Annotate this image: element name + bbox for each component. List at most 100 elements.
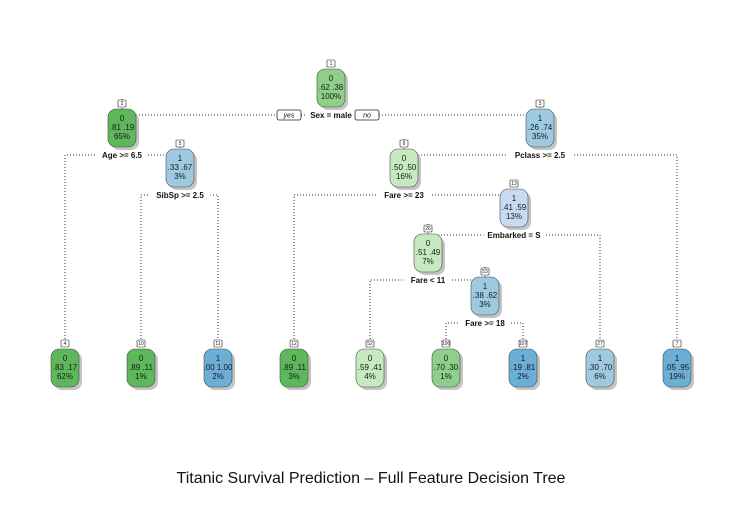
node-percent: 4% <box>364 372 376 381</box>
node-id-tag <box>365 339 375 348</box>
node-box <box>525 108 555 148</box>
node-percent: 16% <box>396 172 412 181</box>
node-probs: .83 .17 <box>53 363 78 372</box>
tree-node: 271.30 .706% <box>585 339 617 390</box>
node-id: 3 <box>539 101 542 107</box>
node-box <box>508 348 538 388</box>
tree-edge <box>403 139 678 339</box>
node-class: 0 <box>402 154 407 163</box>
svg-text:no: no <box>363 113 371 120</box>
node-percent: 100% <box>321 92 341 101</box>
node-probs: .89 .11 <box>282 363 306 372</box>
tree-node: 51.33 .673% <box>165 139 197 190</box>
split-label: Fare >= 18 <box>465 319 505 328</box>
node-id: 27 <box>597 341 603 347</box>
node-id-tag <box>535 99 545 108</box>
node-percent: 35% <box>532 132 548 141</box>
node-id: 26 <box>425 226 431 232</box>
tree-node: 26 0.51 .497% <box>413 224 445 275</box>
node-class: 0 <box>329 74 334 83</box>
node-percent: 7% <box>422 257 434 266</box>
node-box <box>431 348 461 388</box>
node-id-tag <box>509 179 519 188</box>
node-id-tag <box>289 339 299 348</box>
node-probs: .00 1.00 <box>204 363 233 372</box>
node-probs: .70 .30 <box>434 363 459 372</box>
node-probs: .26 .74 <box>528 123 553 132</box>
node-percent: 65% <box>114 132 130 141</box>
split-label-bg <box>149 190 211 200</box>
node-percent: 19% <box>669 372 685 381</box>
split-label-bg <box>305 110 357 120</box>
node-id-tag <box>518 339 528 348</box>
node-box <box>355 348 385 388</box>
node-class: 0 <box>292 354 297 363</box>
split-label-bg <box>96 150 148 160</box>
node-box <box>126 348 156 388</box>
tree-edge <box>427 224 601 339</box>
branch-no-label: no <box>354 109 380 121</box>
node-id-tag <box>117 99 127 108</box>
node-id: 10 <box>138 341 144 347</box>
node-id-tag <box>595 339 605 348</box>
node-id-tag <box>136 339 146 348</box>
node-probs: .81 .19 <box>110 123 135 132</box>
node-id: 12 <box>291 341 297 347</box>
node-percent: 13% <box>506 212 522 221</box>
node-probs: .30 .70 <box>588 363 613 372</box>
node-id: 13 <box>511 181 517 187</box>
tree-node: 100.89 .111% <box>126 339 158 390</box>
split-label: Fare >= 23 <box>384 191 424 200</box>
split-label: SibSp >= 2.5 <box>156 191 204 200</box>
node-box <box>470 276 500 316</box>
tree-node: 12 0.89 .113% <box>279 339 311 390</box>
node-probs: .62 .38 <box>319 83 344 92</box>
node-percent: 3% <box>479 300 491 309</box>
split-label-bg <box>459 318 511 328</box>
node-class: 1 <box>521 354 526 363</box>
node-class: 0 <box>368 354 373 363</box>
node-id-tag <box>60 339 70 348</box>
node-class: 1 <box>538 114 543 123</box>
node-box <box>203 348 233 388</box>
split-label-bg <box>507 150 573 160</box>
node-id: 11 <box>215 341 220 347</box>
node-box <box>585 348 615 388</box>
node-id: 107 <box>519 341 528 347</box>
node-probs: .51 .49 <box>416 248 441 257</box>
node-class: 0 <box>63 354 68 363</box>
split-label: Sex = male <box>310 111 352 120</box>
node-class: 0 <box>120 114 125 123</box>
node-id: 2 <box>121 101 124 107</box>
node-class: 0 <box>426 239 431 248</box>
node-probs: .05 .95 <box>665 363 690 372</box>
node-box <box>165 148 195 188</box>
node-percent: 1% <box>135 372 147 381</box>
node-id: 52 <box>367 341 373 347</box>
node-percent: 3% <box>288 372 300 381</box>
node-id: 53 <box>482 269 488 275</box>
node-box <box>107 108 137 148</box>
node-class: 1 <box>178 154 183 163</box>
node-box <box>499 188 529 228</box>
node-probs: .89 .11 <box>129 363 153 372</box>
split-label: Age >= 6.5 <box>102 151 143 160</box>
node-id-tag <box>441 339 451 348</box>
tree-node: 531.38 .623% <box>470 267 502 318</box>
node-box <box>389 148 419 188</box>
node-id-tag <box>213 339 223 348</box>
split-label-bg <box>404 275 452 285</box>
node-class: 0 <box>444 354 449 363</box>
split-label: Pclass >= 2.5 <box>515 151 566 160</box>
node-id: 7 <box>676 341 679 347</box>
branch-yes-label: yes <box>276 109 302 121</box>
node-percent: 3% <box>174 172 186 181</box>
